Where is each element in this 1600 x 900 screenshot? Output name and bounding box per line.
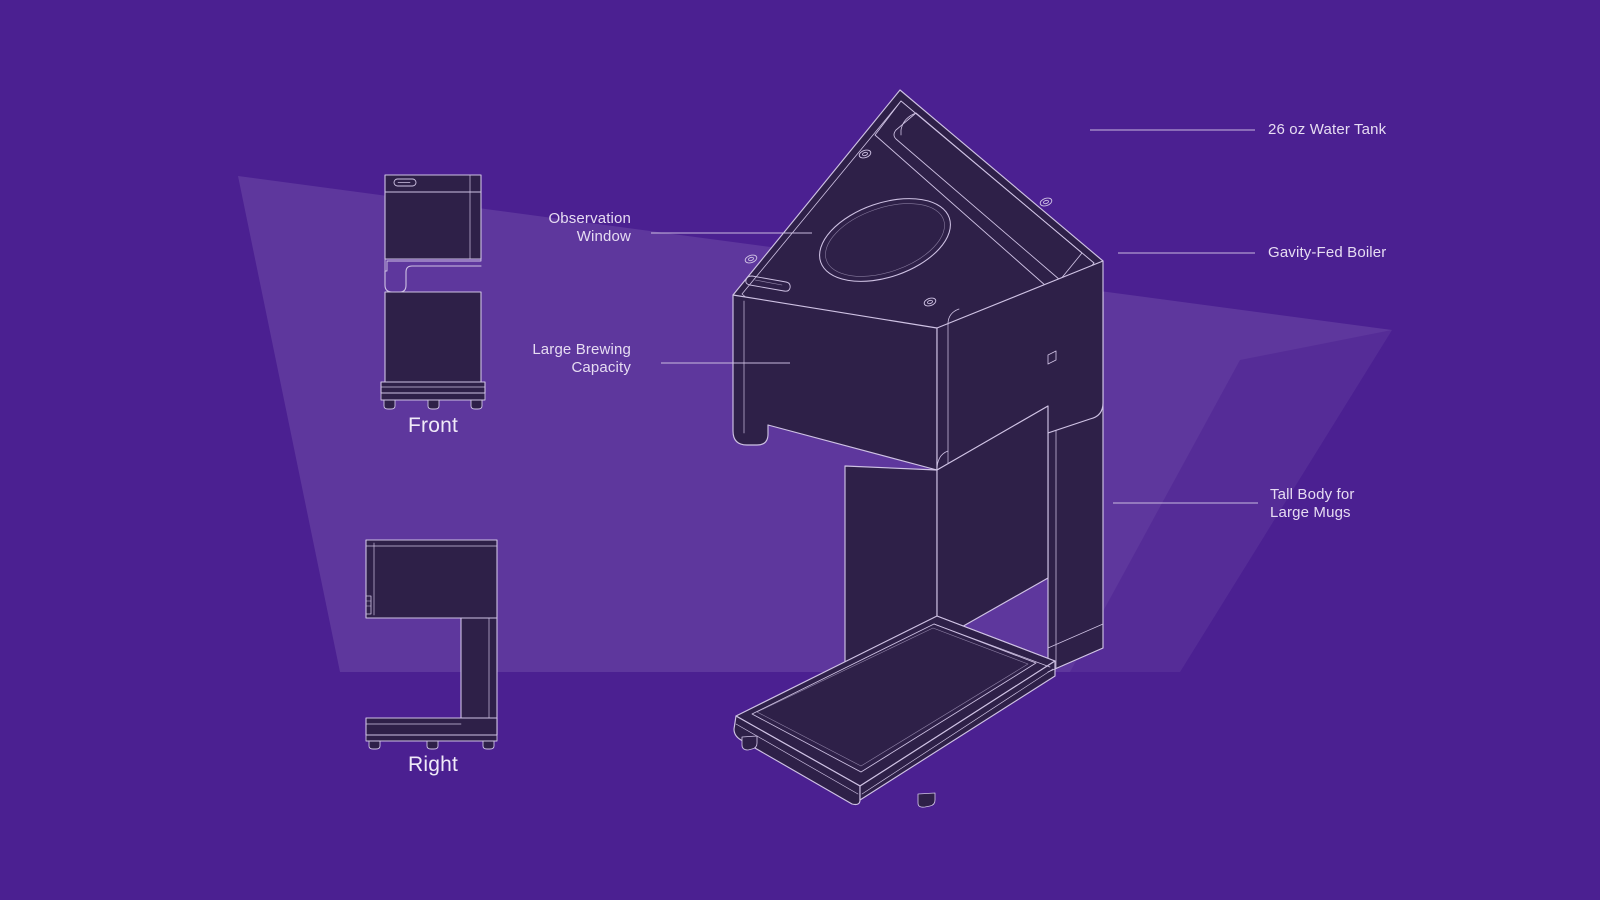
drip-tray-front-wall — [733, 715, 861, 806]
front-column-right — [936, 405, 1049, 642]
callout-observation-window[interactable]: Observation Window — [548, 210, 631, 245]
front-slot — [745, 275, 791, 292]
view-caption-front: Front — [407, 414, 458, 437]
view-caption-right: Right — [407, 753, 459, 776]
callout-brewing-capacity[interactable]: Large Brewing Capacity — [532, 341, 631, 376]
head-left-face — [732, 294, 938, 471]
head-right-face — [936, 260, 1104, 471]
callout-tall-body[interactable]: Tall Body for Large Mugs — [1270, 486, 1355, 521]
top-screws — [744, 149, 1053, 307]
highlight-polygon-taper — [1070, 330, 1392, 672]
callout-water-tank[interactable]: 26 oz Water Tank — [1268, 121, 1387, 138]
callout-boiler[interactable]: Gavity-Fed Boiler — [1268, 244, 1387, 261]
column-latch — [1047, 350, 1057, 365]
drip-tray-right-wall — [859, 660, 1056, 801]
observation-window-ellipse — [819, 198, 951, 282]
